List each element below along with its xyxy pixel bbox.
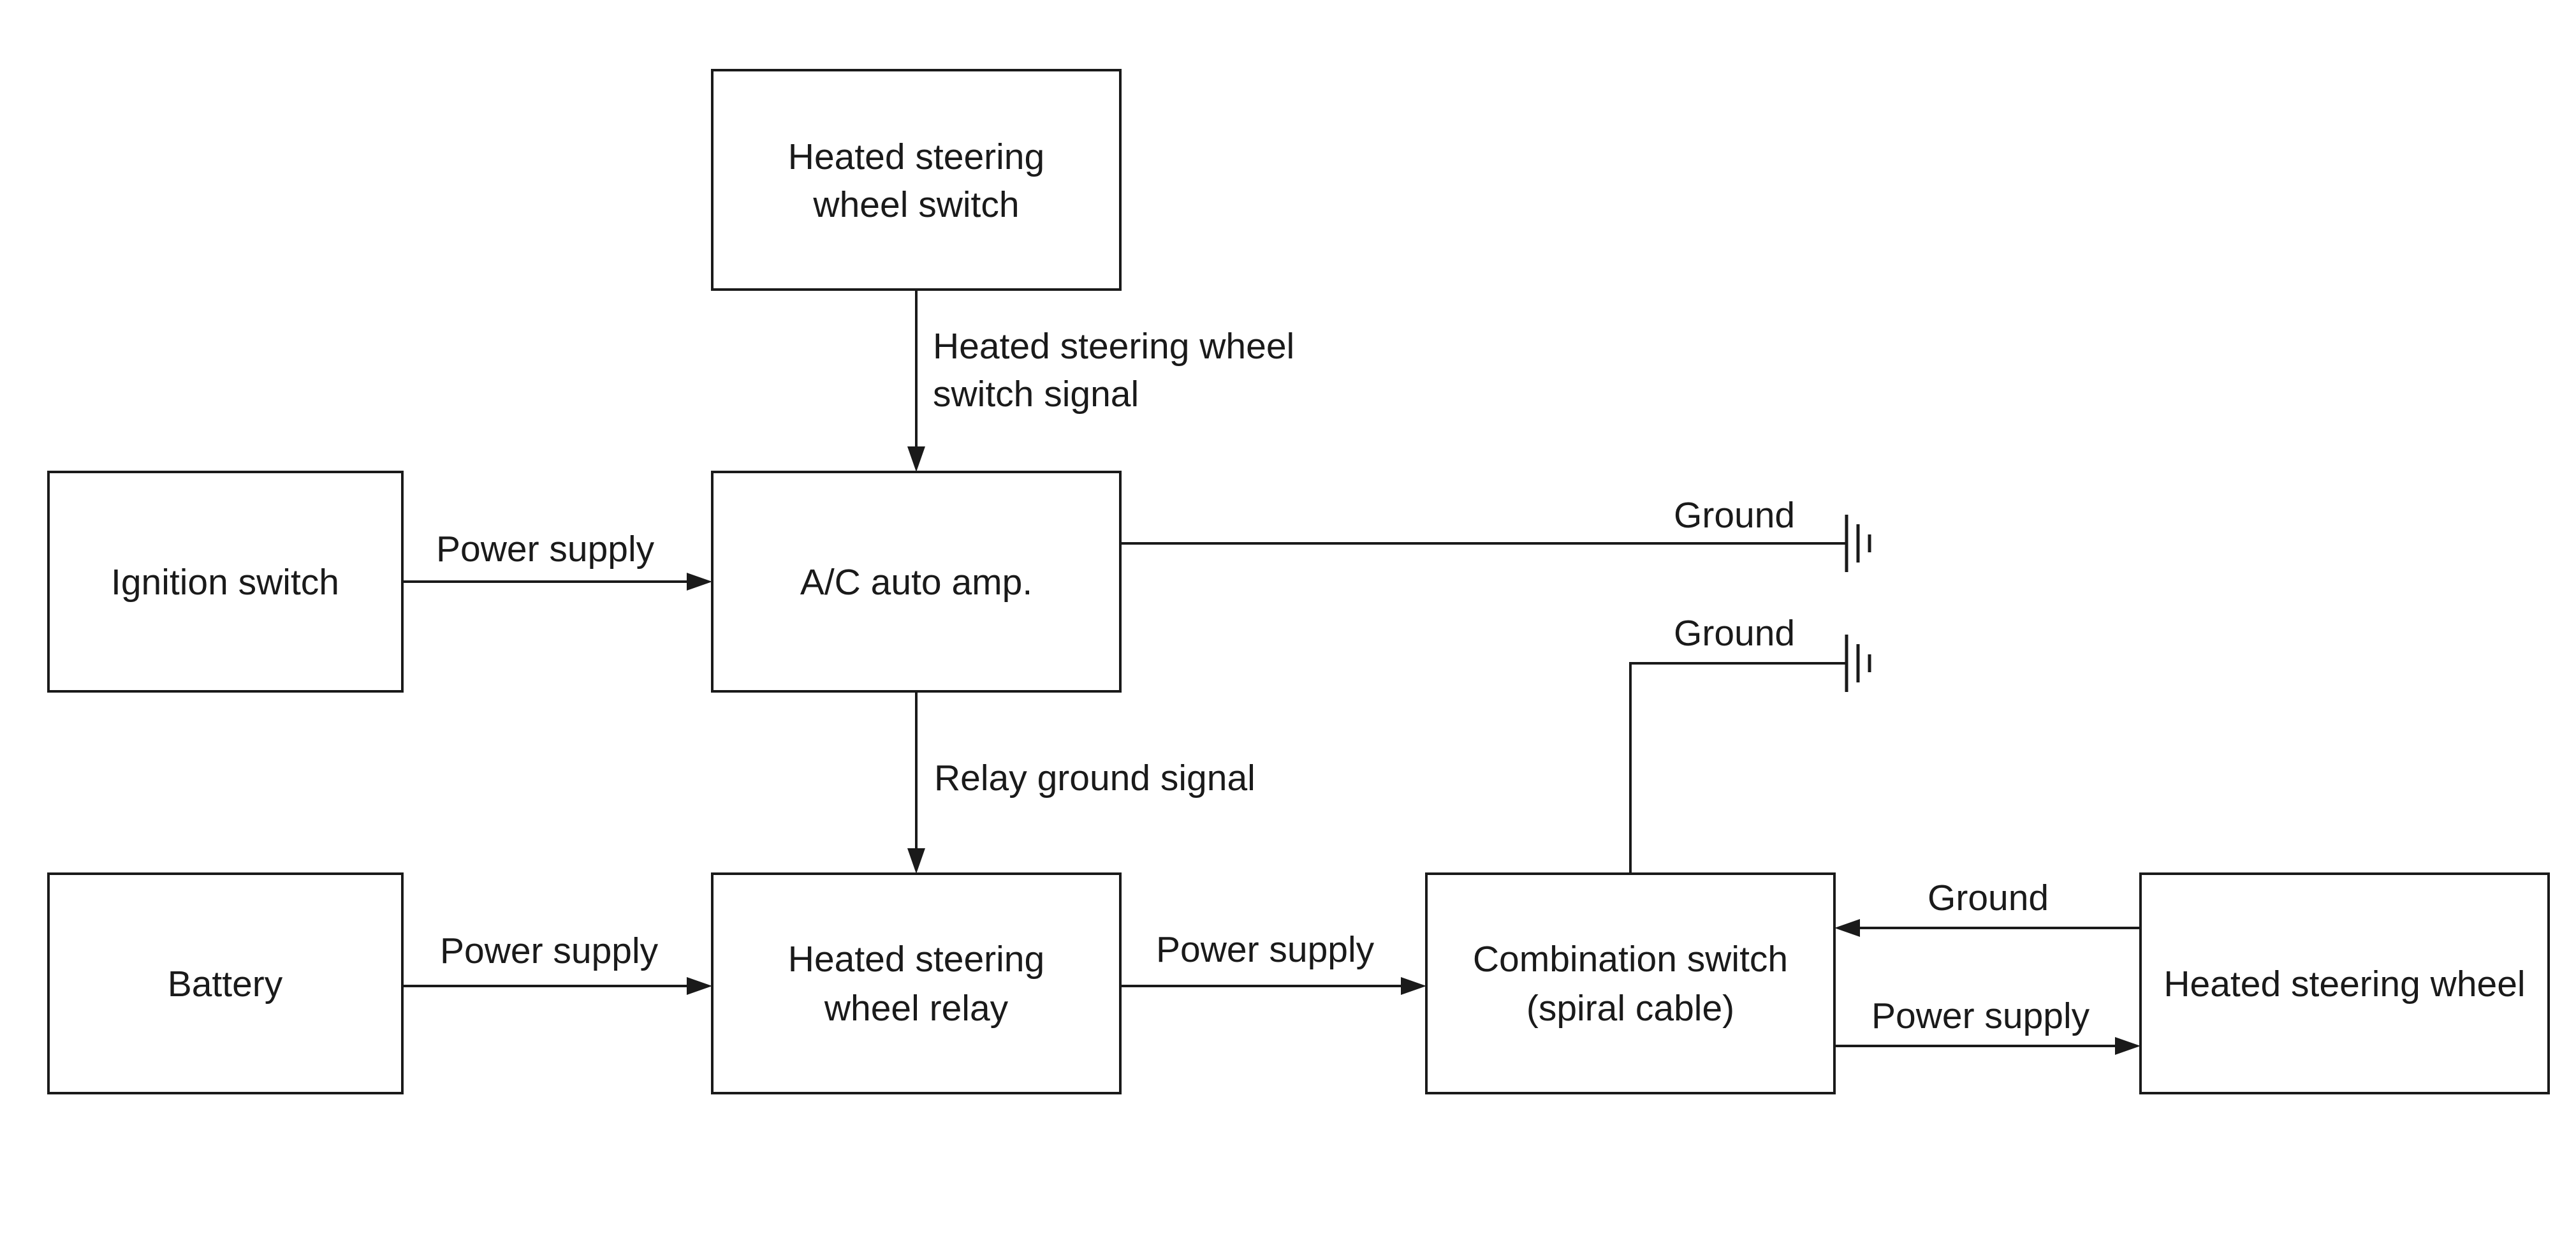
wheel-power-arrowhead — [2115, 1037, 2141, 1055]
wheel-ground-label: Ground — [1928, 878, 2049, 918]
combination-ground-label: Ground — [1674, 613, 1795, 654]
block-label-line: Heated steering — [788, 136, 1044, 177]
block-label-line: Heated steering wheel — [2163, 964, 2525, 1004]
wheel-ground-arrowhead — [1834, 919, 1860, 937]
switch-signal-label: Heated steering wheel — [933, 326, 1294, 367]
heated-steering-wheel-switch-block: Heated steering wheel switch — [711, 69, 1122, 291]
battery-power-arrowhead — [687, 977, 712, 995]
relay-power-arrowhead — [1401, 977, 1426, 995]
amp-ground-label: Ground — [1674, 495, 1795, 536]
ignition-power-arrowhead — [687, 573, 712, 591]
ignition-switch-block: Ignition switch — [47, 471, 404, 693]
block-label-line: wheel relay — [824, 988, 1009, 1029]
relay-power-label: Power supply — [1156, 929, 1375, 970]
switch-signal-label: switch signal — [933, 374, 1139, 415]
relay-ground-signal-label: Relay ground signal — [934, 758, 1255, 798]
block-label-line: Ignition switch — [111, 562, 339, 603]
battery-power-label: Power supply — [440, 931, 659, 971]
block-label-line: Heated steering — [788, 939, 1044, 980]
relay-ground-signal-arrowhead — [907, 848, 925, 874]
wheel-power-label: Power supply — [1871, 996, 2090, 1036]
block-label-line: A/C auto amp. — [800, 562, 1032, 603]
block-label-line: Battery — [168, 964, 283, 1004]
switch-signal-arrowhead — [907, 446, 925, 472]
block-label-line: Combination switch — [1473, 939, 1788, 980]
ac-auto-amp-block: A/C auto amp. — [711, 471, 1122, 693]
heated-steering-wheel-block: Heated steering wheel — [2139, 872, 2550, 1094]
combination-switch-block: Combination switch (spiral cable) — [1425, 872, 1836, 1094]
block-label-line: wheel switch — [812, 184, 1019, 225]
heated-steering-wheel-relay-block: Heated steering wheel relay — [711, 872, 1122, 1094]
combination-ground-line — [1629, 662, 1847, 874]
battery-block: Battery — [47, 872, 404, 1094]
block-label-line: (spiral cable) — [1526, 988, 1734, 1029]
ignition-power-label: Power supply — [436, 529, 655, 570]
